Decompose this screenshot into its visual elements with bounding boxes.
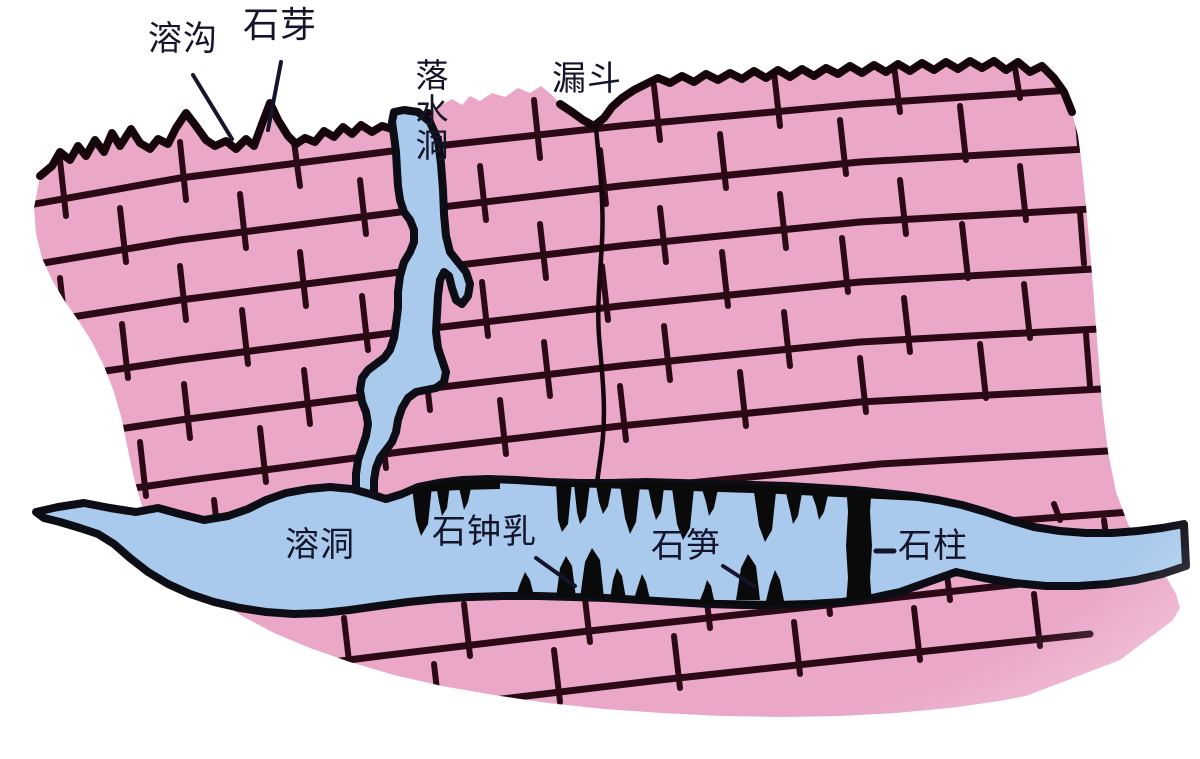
label-loudou: 漏斗 (552, 59, 622, 99)
label-shizhu: 石柱 (898, 526, 968, 566)
leader-lines (191, 60, 897, 588)
label-shiya: 石芽 (243, 5, 318, 46)
leader-shisun (721, 564, 756, 588)
label-rongou: 溶沟 (148, 19, 218, 59)
label-shizhongru: 石钟乳 (432, 512, 537, 552)
label-rongdong: 溶洞 (285, 525, 355, 565)
leader-shizhongru (534, 556, 577, 588)
leader-shiya (266, 60, 283, 132)
label-luoshuidong: 落水洞 (410, 58, 449, 163)
label-shisun: 石笋 (651, 526, 721, 566)
leader-rongou (191, 73, 234, 141)
